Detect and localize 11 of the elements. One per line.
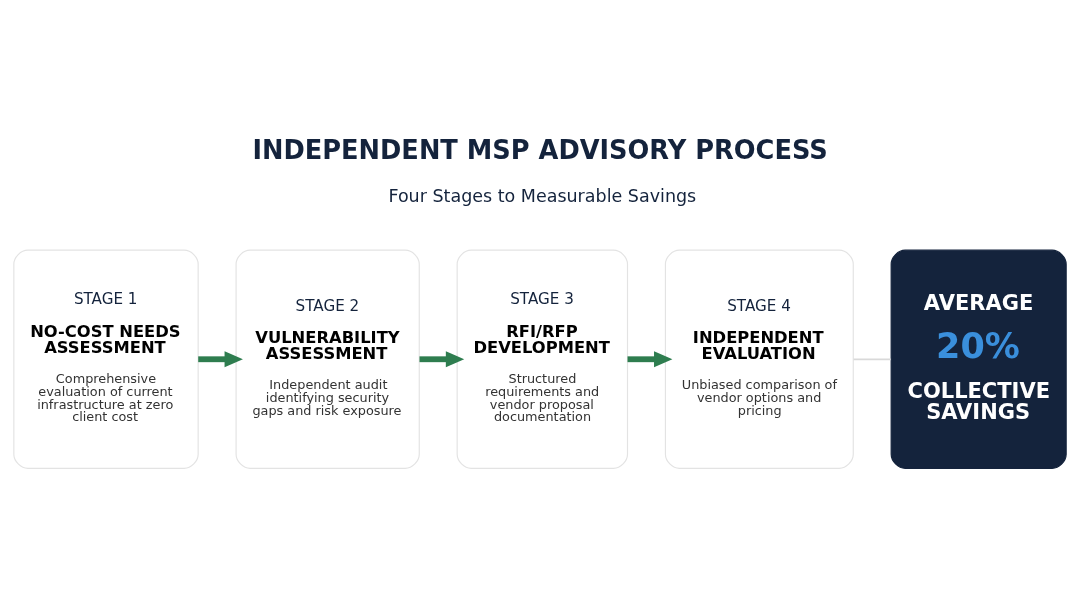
node-box: STAGE 3 RFI/RFP DEVELOPMENT Structured requirements and vendor proposal documentation <box>456 249 629 469</box>
label: Four Stages to Measurable Savings <box>388 186 697 207</box>
arrow <box>627 351 673 368</box>
diagram-title: INDEPENDENT MSP ADVISORY PROCESS <box>252 134 828 165</box>
arrow <box>198 351 243 368</box>
node-box: AVERAGE 20% COLLECTIVE SAVINGS <box>890 249 1067 469</box>
node-box: STAGE 2 VULNERABILITY ASSESSMENT Independent audit identifying security gaps and risk exposure <box>235 249 420 469</box>
connector <box>852 358 892 361</box>
arrow <box>419 351 465 368</box>
node-box: STAGE 4 INDEPENDENT EVALUATION Unbiased comparison of vendor options and pricing <box>664 249 854 469</box>
node-box: STAGE 1 NO-COST NEEDS ASSESSMENT Comprehensive evaluation of current infrastructure at zero client cost <box>13 249 199 469</box>
